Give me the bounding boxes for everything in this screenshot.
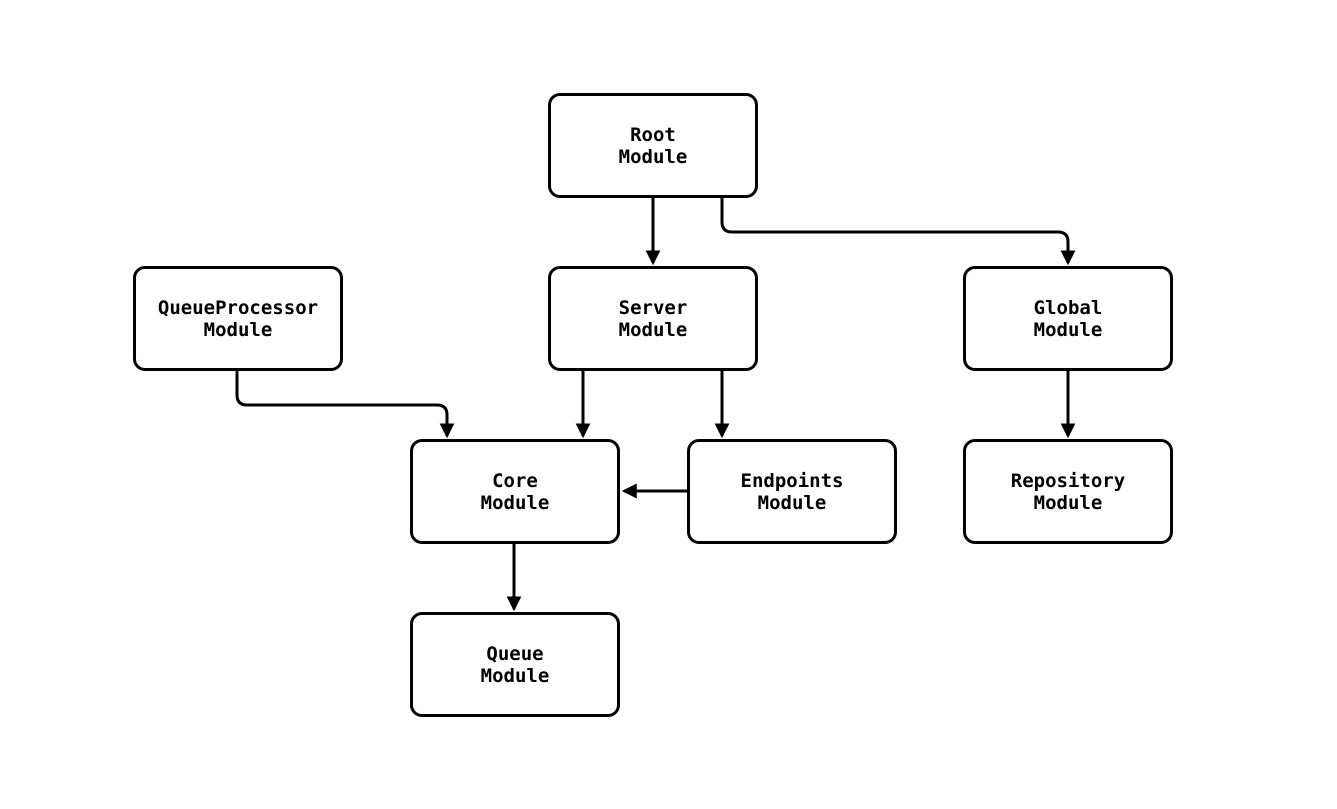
node-server-module: Server Module xyxy=(548,266,758,371)
edge-queueprocessor-to-core xyxy=(235,371,455,439)
node-repository-module-label: Repository Module xyxy=(1010,469,1126,514)
node-repository-module: Repository Module xyxy=(963,439,1173,544)
node-global-module-label: Global Module xyxy=(1033,296,1103,341)
node-server-module-label: Server Module xyxy=(618,296,688,341)
node-endpoints-module-label: Endpoints Module xyxy=(740,469,844,514)
node-queueprocessor-module: QueueProcessor Module xyxy=(133,266,343,371)
node-queue-module-label: Queue Module xyxy=(480,642,550,687)
node-root-module-label: Root Module xyxy=(618,123,688,168)
node-endpoints-module: Endpoints Module xyxy=(687,439,897,544)
node-root-module: Root Module xyxy=(548,93,758,198)
node-core-module-label: Core Module xyxy=(480,469,550,514)
node-queue-module: Queue Module xyxy=(410,612,620,717)
node-queueprocessor-module-label: QueueProcessor Module xyxy=(157,296,319,341)
node-core-module: Core Module xyxy=(410,439,620,544)
edge-root-to-global xyxy=(720,198,1076,266)
node-global-module: Global Module xyxy=(963,266,1173,371)
